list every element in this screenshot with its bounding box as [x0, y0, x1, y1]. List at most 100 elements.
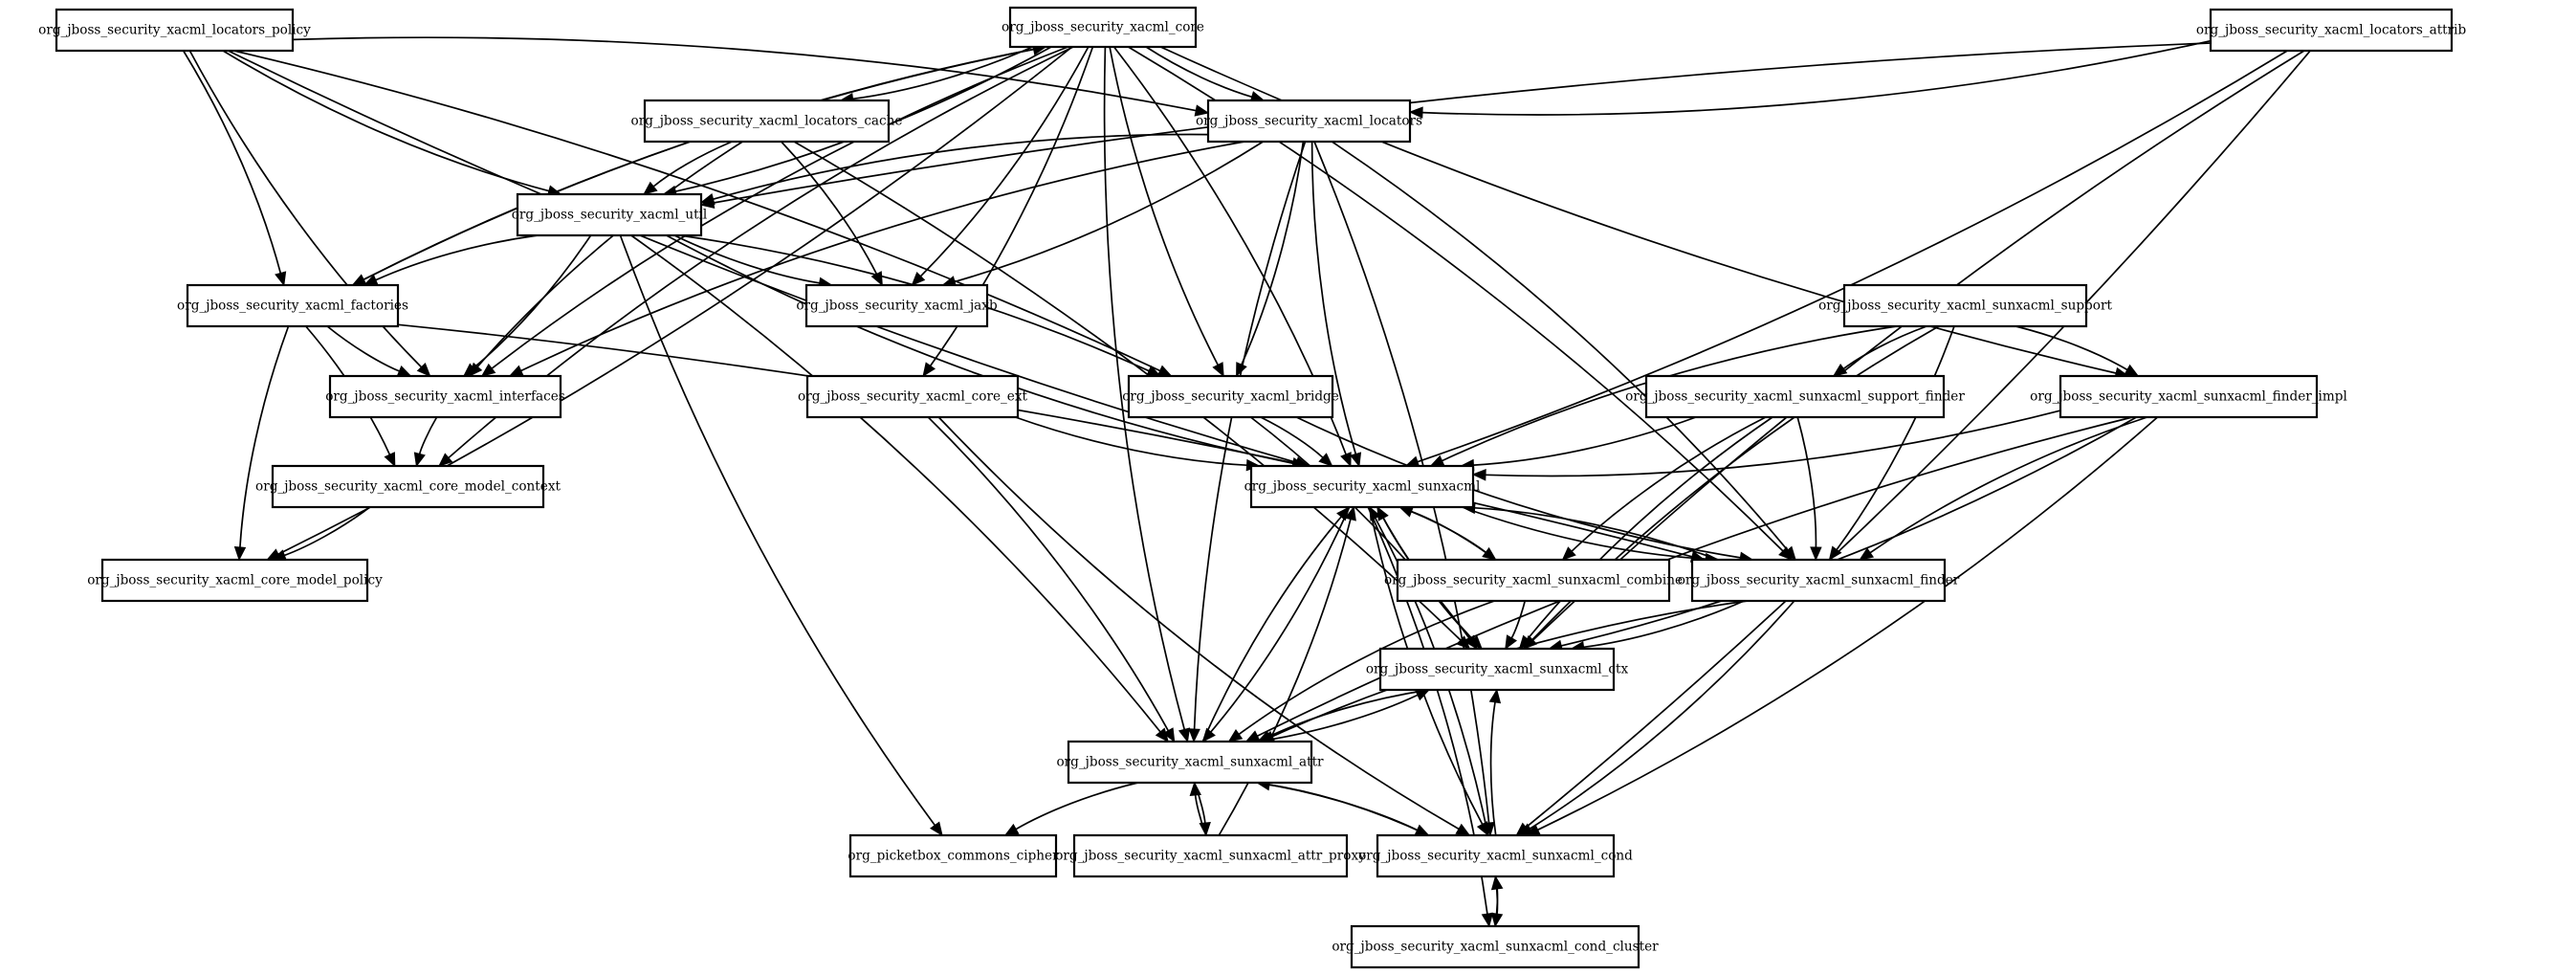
edge-support_finder-to-sunxacml — [1460, 416, 1697, 472]
edge-line — [476, 141, 743, 367]
node-attr: org_jboss_security_xacml_sunxacml_attr — [1056, 740, 1324, 785]
edge-core-to-bridge — [1109, 46, 1224, 378]
edge-line — [630, 234, 1161, 733]
edge-sunxacml_support-to-support_finder — [1832, 325, 1927, 377]
edge-line — [1421, 39, 2212, 116]
edge-util-to-interfaces — [462, 234, 592, 377]
edge-finder_impl-to-finder — [1859, 416, 2147, 561]
node-sunxacml-support: org_jboss_security_xacml_sunxacml_suppor… — [1818, 283, 2112, 328]
arrowhead-icon — [1859, 547, 1875, 561]
edge-line — [491, 46, 1068, 369]
arrowhead-icon — [384, 452, 396, 468]
edge-line — [1238, 600, 1495, 736]
node-box — [805, 374, 1020, 419]
edge-line — [1268, 784, 1429, 836]
edge-line — [1109, 46, 1219, 366]
edge-core_ext-to-attr — [927, 416, 1176, 743]
node-box — [1127, 374, 1334, 419]
arrowhead-icon — [1350, 452, 1362, 468]
node-label: org_jboss_security_xacml_core_model_poli… — [87, 573, 383, 588]
edge-line — [1836, 325, 1955, 551]
edge-finder-to-ctx — [1570, 600, 1745, 654]
node-box — [1376, 833, 1616, 878]
node-box — [1690, 558, 1947, 603]
node-box — [848, 833, 1058, 878]
node-label: org_picketbox_commons_cipher — [848, 849, 1059, 864]
edge-line — [292, 36, 1197, 112]
node-locators-cache: org_jboss_security_xacml_locators_cache — [631, 99, 902, 144]
node-box — [516, 192, 703, 237]
edge-line — [1527, 416, 1773, 640]
edge-line — [1193, 141, 1307, 730]
edge-locators-to-sunxacml — [1310, 141, 1362, 468]
arrowhead-icon — [1429, 454, 1445, 467]
arrowhead-icon — [2124, 364, 2140, 377]
arrowhead-icon — [1318, 453, 1333, 467]
node-bridge: org_jboss_security_xacml_bridge — [1122, 374, 1339, 419]
node-box — [55, 8, 295, 53]
arrowhead-icon — [1189, 781, 1201, 796]
node-box — [1206, 99, 1412, 144]
edge-locators-to-jaxb — [941, 141, 1264, 288]
edge-line — [619, 234, 936, 827]
node-box — [1378, 647, 1616, 692]
node-label: org_jboss_security_xacml_sunxacml_cond_c… — [1332, 940, 1659, 955]
node-label: org_jboss_security_xacml_locators — [1196, 114, 1422, 129]
arrowhead-icon — [413, 452, 426, 468]
node-label: org_jboss_security_xacml_core_model_cont… — [255, 479, 561, 495]
edge-line — [188, 50, 423, 368]
node-label: org_jboss_security_xacml_factories — [177, 299, 408, 314]
node-label: org_jboss_security_xacml_sunxacml_finder — [1678, 573, 1960, 588]
edge-locators_policy-to-locators — [292, 36, 1210, 117]
node-interfaces: org_jboss_security_xacml_interfaces — [325, 374, 565, 419]
edge-factories-to-core_model_policy — [233, 325, 290, 562]
edge-locators_policy-to-factories — [182, 50, 287, 287]
arrowhead-icon — [643, 181, 658, 195]
node-core-model-context: org_jboss_security_xacml_core_model_cont… — [255, 464, 561, 509]
edge-line — [1310, 141, 1357, 454]
edge-line — [713, 42, 2212, 204]
arrowhead-icon — [1828, 545, 1842, 562]
node-locators: org_jboss_security_xacml_locators — [1196, 99, 1422, 144]
edge-line — [1241, 141, 1305, 366]
node-jaxb: org_jboss_security_xacml_jaxb — [796, 283, 998, 328]
edge-locators-to-finder — [1331, 141, 1796, 561]
node-cond: org_jboss_security_xacml_sunxacml_cond — [1358, 833, 1633, 878]
edge-line — [1015, 782, 1138, 831]
node-label: org_jboss_security_xacml_bridge — [1122, 389, 1339, 405]
edge-line — [1201, 516, 1342, 742]
edge-attr-to-cipher — [1003, 782, 1138, 836]
node-box — [271, 464, 545, 509]
node-label: org_jboss_security_xacml_sunxacml_suppor… — [1818, 299, 2112, 314]
edge-line — [793, 141, 1462, 641]
edge-core-to-finder_impl — [1159, 46, 2130, 380]
node-cipher: org_picketbox_commons_cipher — [848, 833, 1059, 878]
edge-line — [363, 46, 1046, 280]
arrowhead-icon — [508, 365, 524, 377]
edge-line — [1485, 410, 2061, 477]
edge-core-to-factories — [351, 46, 1046, 286]
edge-locators_policy-to-bridge — [233, 50, 1173, 377]
node-box — [2059, 374, 2319, 419]
edge-attr_proxy-to-attr — [1189, 781, 1207, 836]
edge-line — [375, 234, 539, 281]
edge-core-to-interfaces — [480, 46, 1068, 377]
edge-line — [1537, 416, 2159, 831]
node-box — [1396, 558, 1671, 603]
edge-line — [1525, 50, 2311, 829]
edge-finder-to-cond — [1518, 600, 1795, 836]
node-combine: org_jboss_security_xacml_sunxacml_combin… — [1384, 558, 1683, 603]
node-label: org_jboss_security_xacml_core_ext — [798, 389, 1027, 405]
edge-line — [954, 141, 1264, 283]
edge-util-to-cipher — [619, 234, 943, 837]
edge-cond-to-ctx — [1488, 688, 1502, 836]
arrowhead-icon — [922, 362, 936, 378]
edge-line — [1411, 510, 1497, 561]
edge-line — [1331, 141, 1789, 551]
edge-line — [852, 46, 1033, 100]
edge-line — [182, 50, 282, 274]
edge-line — [919, 46, 1090, 277]
arrowhead-icon — [1832, 363, 1848, 377]
edge-core-to-jaxb — [911, 46, 1090, 286]
